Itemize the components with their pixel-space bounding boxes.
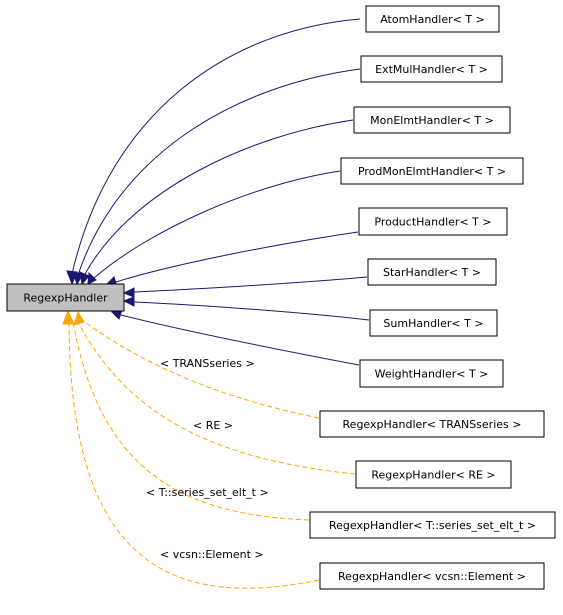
- node-producthandler[interactable]: ProductHandler< T >: [358, 207, 508, 236]
- edge-atomhandler: [71, 18, 361, 275]
- edge-starhandler: [133, 276, 368, 293]
- root-node-regexphandler[interactable]: RegexpHandler: [6, 283, 125, 312]
- node-label: RegexpHandler< T::series_set_elt_t >: [329, 519, 536, 532]
- node-starhandler[interactable]: StarHandler< T >: [367, 258, 497, 286]
- node-label: RegexpHandler< RE >: [371, 469, 495, 482]
- node-label: StarHandler< T >: [383, 266, 481, 279]
- node-label: RegexpHandler< TRANSseries >: [343, 418, 522, 431]
- edge-label-vcsn-element: < vcsn::Element >: [160, 548, 264, 561]
- edge-monelmthandler: [83, 119, 354, 277]
- node-regexphandler-series-set-elt[interactable]: RegexpHandler< T::series_set_elt_t >: [309, 511, 556, 539]
- node-sumhandler[interactable]: SumHandler< T >: [369, 309, 498, 337]
- edge-regexphandler-series-set-elt: [72, 321, 310, 521]
- template-edges: [62, 309, 356, 589]
- node-label: RegexpHandler< vcsn::Element >: [338, 570, 526, 583]
- inheritance-edges: [66, 18, 370, 366]
- arrow-head: [73, 310, 85, 326]
- node-label: ExtMulHandler< T >: [375, 63, 488, 76]
- node-regexphandler-vcsn-element[interactable]: RegexpHandler< vcsn::Element >: [319, 562, 545, 590]
- node-weighthandler[interactable]: WeightHandler< T >: [359, 359, 504, 388]
- edge-extmulhandler: [77, 68, 361, 276]
- node-label: MonElmtHandler< T >: [370, 114, 494, 127]
- edge-weighthandler: [120, 314, 360, 366]
- node-regexphandler-re[interactable]: RegexpHandler< RE >: [355, 460, 512, 489]
- node-label: AtomHandler< T >: [380, 13, 485, 26]
- node-label: SumHandler< T >: [383, 317, 483, 330]
- node-monelmthandler[interactable]: MonElmtHandler< T >: [353, 106, 511, 134]
- node-label: WeightHandler< T >: [375, 368, 489, 381]
- arrow-head: [122, 296, 135, 307]
- node-label: ProdMonElmtHandler< T >: [358, 165, 506, 178]
- edge-sumhandler: [133, 301, 370, 321]
- node-atomhandler[interactable]: AtomHandler< T >: [365, 5, 500, 33]
- arrow-head: [79, 271, 90, 286]
- edge-regexphandler-transseries: [81, 319, 320, 419]
- arrow-head: [87, 271, 97, 285]
- edge-label-transseries: < TRANSseries >: [160, 357, 255, 370]
- node-regexphandler-transseries[interactable]: RegexpHandler< TRANSseries >: [319, 410, 545, 438]
- edge-regexphandler-vcsn-element: [68, 321, 320, 589]
- root-node-label: RegexpHandler: [23, 292, 108, 305]
- node-label: ProductHandler< T >: [374, 216, 491, 229]
- edge-label-series-set-elt: < T::series_set_elt_t >: [146, 486, 269, 499]
- edge-producthandler: [115, 231, 359, 283]
- edge-regexphandler-re: [77, 321, 356, 475]
- arrow-head: [62, 309, 75, 325]
- node-prodmonelmthandler[interactable]: ProdMonElmtHandler< T >: [340, 157, 524, 185]
- node-extmulhandler[interactable]: ExtMulHandler< T >: [360, 55, 503, 83]
- arrow-head: [122, 287, 135, 298]
- edge-label-re: < RE >: [193, 419, 233, 432]
- edge-prodmonelmthandler: [93, 170, 341, 279]
